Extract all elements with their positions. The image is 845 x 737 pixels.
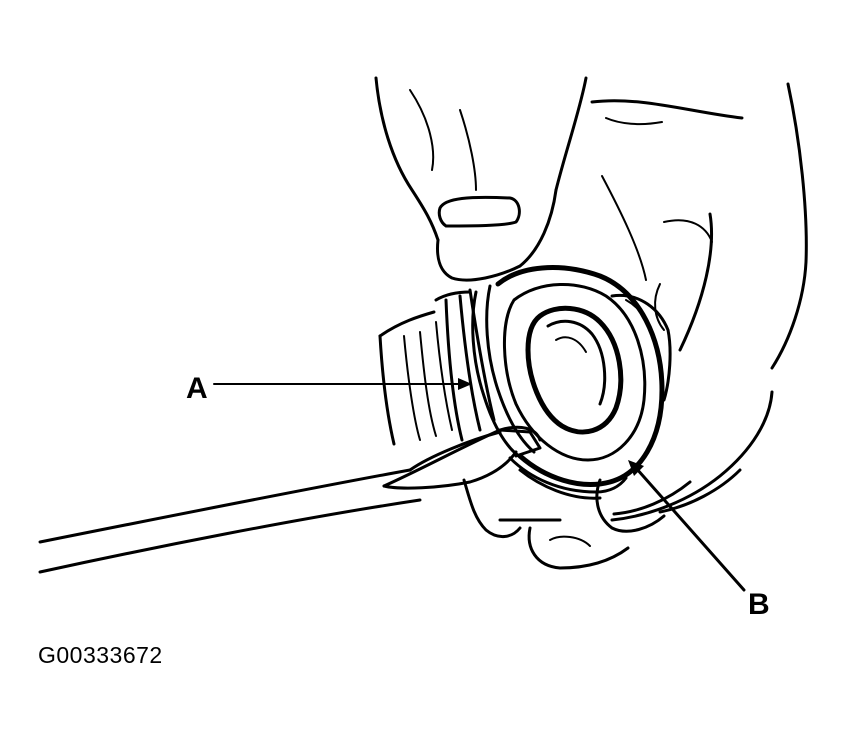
callout-a: A [186,372,472,405]
housing-drawing [378,288,672,446]
callout-b-arrowhead [628,460,644,476]
hand-drawing [374,76,808,570]
pry-tool-drawing [38,425,542,574]
callout-b-leader-line [634,466,746,592]
callout-b-label: B [748,588,770,621]
callout-a-label: A [186,372,208,405]
callout-a-arrowhead [458,378,472,390]
figure-id-label: G00333672 [38,642,163,668]
callout-b: B [628,460,770,621]
seal-drawing [471,265,665,500]
